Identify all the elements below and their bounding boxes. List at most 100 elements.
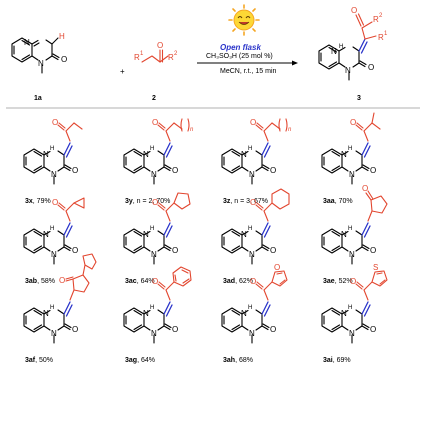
atom-n2: N	[349, 329, 355, 338]
svg-text:1: 1	[384, 31, 388, 37]
atom-o: O	[72, 325, 78, 334]
svg-text:O: O	[368, 63, 374, 72]
chain-count: n	[288, 127, 292, 133]
atom-n1: N	[241, 230, 247, 239]
reactant-2: O R R 1 2	[134, 41, 178, 63]
svg-text:O: O	[157, 41, 163, 50]
atom-h: H	[50, 305, 54, 311]
svg-text:2: 2	[174, 51, 178, 57]
atom-n2: N	[151, 250, 157, 259]
svg-text:H: H	[59, 32, 65, 41]
substituent-atom: S	[373, 263, 378, 272]
substituent-atom: O	[250, 277, 256, 286]
substituent-atom: O	[250, 118, 256, 127]
atom-h: H	[150, 305, 154, 311]
atom-n1: N	[43, 230, 49, 239]
atom-h: H	[150, 226, 154, 232]
compound-label-3ab: 3ab, 58%	[25, 278, 55, 285]
atom-n2: N	[249, 329, 255, 338]
atom-n1: N	[43, 150, 49, 159]
compound-label-3ad: 3ad, 62%	[223, 278, 253, 285]
product-3: N N O H O R 2 R 1	[318, 6, 388, 81]
atom-o: O	[270, 166, 276, 175]
atom-n2: N	[51, 170, 57, 179]
substituent-atom: O	[350, 118, 356, 127]
atom-o: O	[370, 166, 376, 175]
compound-label-3ac: 3ac, 64%	[125, 278, 155, 285]
atom-n1: N	[341, 309, 347, 318]
svg-text:H: H	[339, 44, 343, 50]
atom-h: H	[150, 146, 154, 152]
atom-n1: N	[143, 309, 149, 318]
svg-text:N: N	[345, 66, 351, 75]
open-flask-label: Open flask	[220, 43, 261, 52]
chain-count: n	[190, 127, 194, 133]
atom-n1: N	[341, 150, 347, 159]
substituent-atom: O	[52, 118, 58, 127]
atom-n2: N	[349, 250, 355, 259]
reaction-arrow	[197, 60, 298, 66]
atom-n2: N	[51, 250, 57, 259]
atom-n1: N	[241, 150, 247, 159]
substituent-atom: O	[362, 184, 368, 193]
atom-n2: N	[249, 250, 255, 259]
label-3: 3	[357, 95, 361, 102]
compound-label-3y: 3y, n = 2, 70%	[125, 198, 170, 205]
atom-o: O	[370, 246, 376, 255]
svg-text:O: O	[61, 55, 67, 64]
atom-o: O	[72, 246, 78, 255]
svg-text:N: N	[38, 59, 44, 68]
svg-text:R: R	[373, 15, 379, 24]
compound-label-3ai: 3ai, 69%	[323, 357, 351, 364]
compound-label-3z: 3z, n = 3, 67%	[223, 198, 268, 205]
atom-n2: N	[349, 170, 355, 179]
atom-n2: N	[151, 170, 157, 179]
compound-label-3ae: 3ae, 52%	[323, 278, 353, 285]
atom-n1: N	[341, 230, 347, 239]
compound-label-3x: 3x, 79%	[25, 198, 51, 205]
label-1a: 1a	[34, 95, 42, 102]
compound-label-3aa: 3aa, 70%	[323, 198, 353, 205]
plus-sign: +	[120, 67, 125, 76]
atom-n1: N	[241, 309, 247, 318]
atom-n2: N	[51, 329, 57, 338]
atom-h: H	[248, 146, 252, 152]
atom-o: O	[270, 325, 276, 334]
atom-o: O	[270, 246, 276, 255]
compound-label-3ah: 3ah, 68%	[223, 357, 253, 364]
atom-n2: N	[151, 329, 157, 338]
svg-text:N: N	[24, 38, 30, 47]
atom-h: H	[348, 305, 352, 311]
solvent-label: MeCN, r.t., 15 min	[220, 68, 277, 75]
atom-h: H	[348, 226, 352, 232]
reagent-label: CH₃SO₃H (25 mol %)	[206, 53, 273, 60]
sun-icon	[228, 4, 260, 36]
svg-text:R: R	[168, 53, 174, 62]
substituent-atom: O	[152, 277, 158, 286]
substituent-atom: O	[350, 277, 356, 286]
atom-o: O	[72, 166, 78, 175]
atom-h: H	[50, 226, 54, 232]
reactant-1a: N N O H	[11, 32, 67, 74]
substituent-atom: O	[52, 198, 58, 207]
compound-label-3ag: 3ag, 64%	[125, 357, 155, 364]
atom-n2: N	[249, 170, 255, 179]
atom-o: O	[370, 325, 376, 334]
atom-h: H	[248, 226, 252, 232]
substituent-atom: O	[152, 118, 158, 127]
atom-h: H	[248, 305, 252, 311]
atom-h: H	[348, 146, 352, 152]
